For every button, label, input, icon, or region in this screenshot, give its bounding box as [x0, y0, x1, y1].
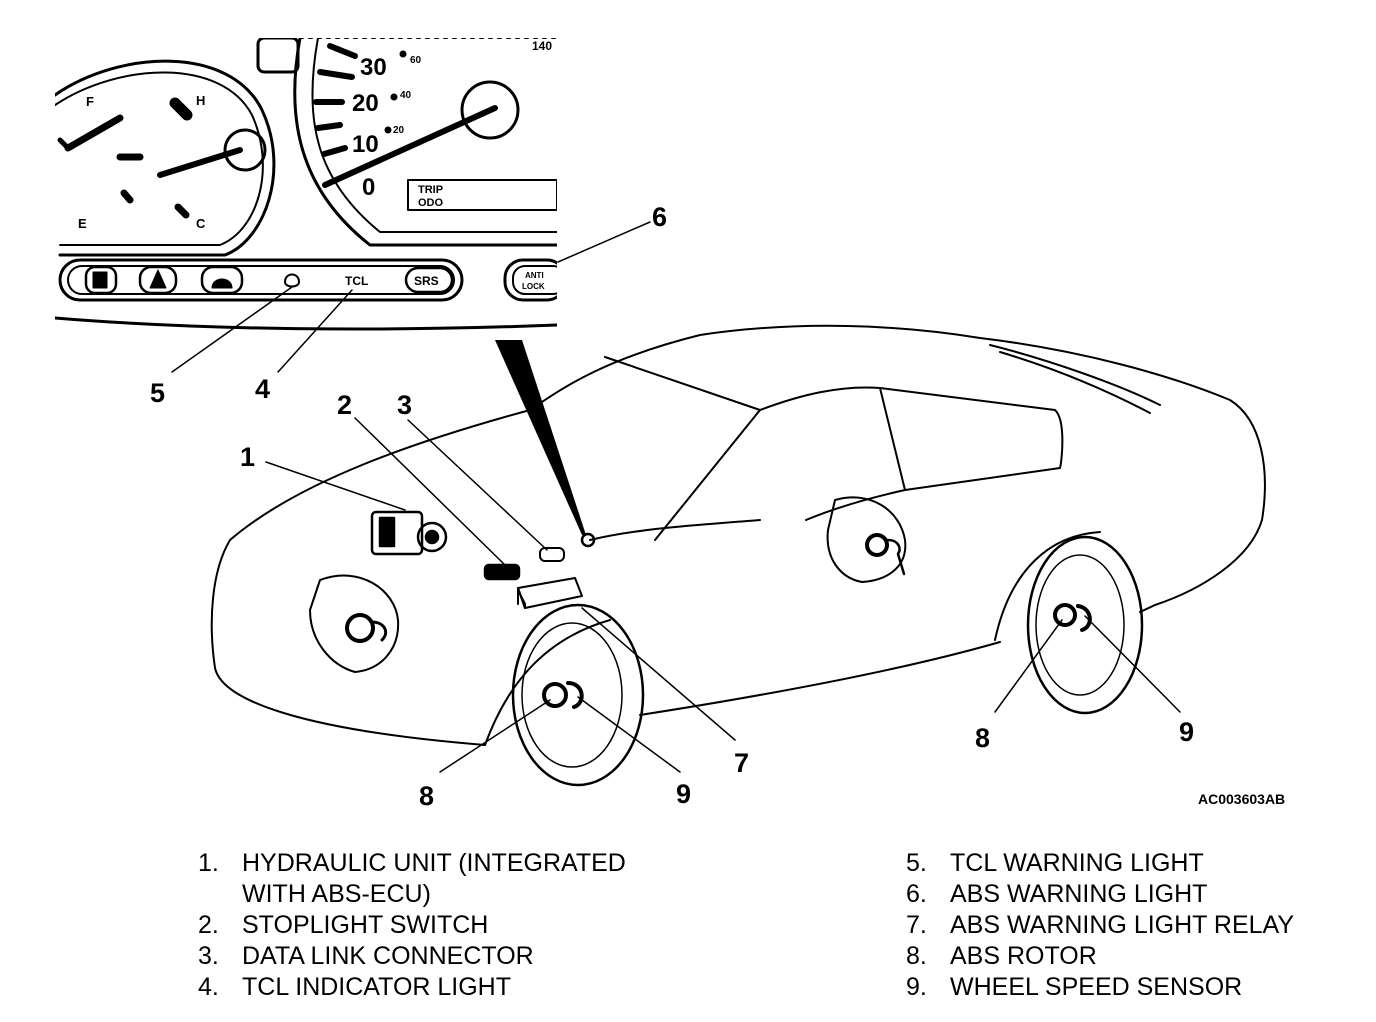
callout-1: 1 — [240, 442, 255, 472]
legend-item: 4. TCL INDICATOR LIGHT — [198, 972, 662, 1003]
legend-left-column: 1. HYDRAULIC UNIT (INTEGRATED WITH ABS-EC… — [198, 848, 662, 1003]
abs-warning-light-relay-illustration — [517, 577, 583, 609]
instrument-cluster-inset: F E H C 30 20 10 0 60 40 20 140 TRIP ODO… — [55, 38, 557, 331]
fuel-full-label: F — [86, 94, 94, 109]
figure-id: AC003603AB — [1198, 791, 1285, 807]
callout-6: 6 — [652, 202, 667, 232]
legend-number: 9. — [906, 973, 927, 1001]
speed-20-label: 20 — [352, 90, 379, 117]
callout-numbers: 6 5 4 2 3 1 7 8 9 8 9 AC003603AB — [150, 202, 1285, 811]
legend-text: HYDRAULIC UNIT (INTEGRATED WITH ABS-ECU) — [242, 849, 626, 908]
legend-text: ABS WARNING LIGHT — [950, 880, 1208, 908]
data-link-connector-illustration — [539, 547, 565, 562]
speed-10-label: 10 — [352, 131, 379, 158]
legend-number: 7. — [906, 911, 927, 939]
legend-item: 2. STOPLIGHT SWITCH — [198, 910, 662, 941]
tcl-indicator-text: TCL — [345, 274, 368, 288]
abs-tcl-component-diagram: F E H C 30 20 10 0 60 40 20 140 TRIP ODO… — [55, 38, 1285, 811]
speed-140-label: 140 — [532, 39, 552, 53]
legend-text: TCL WARNING LIGHT — [950, 849, 1204, 877]
callout-4: 4 — [255, 374, 270, 404]
callout-9-rear: 9 — [1179, 717, 1194, 747]
callout-2: 2 — [337, 390, 352, 420]
legend-item: 3. DATA LINK CONNECTOR — [198, 941, 662, 972]
mph-20-label: 20 — [393, 125, 405, 136]
callout-7: 7 — [734, 748, 749, 778]
odo-label: ODO — [418, 197, 444, 209]
legend-item: 1. HYDRAULIC UNIT (INTEGRATED WITH ABS-EC… — [198, 848, 662, 910]
temp-hot-label: H — [196, 93, 205, 108]
temp-cold-label: C — [196, 216, 206, 231]
legend-item: 6. ABS WARNING LIGHT — [906, 879, 1294, 910]
legend-number: 4. — [198, 973, 219, 1001]
callout-8-rear: 8 — [975, 723, 990, 753]
legend-item: 5. TCL WARNING LIGHT — [906, 848, 1294, 879]
mph-60-label: 60 — [410, 55, 422, 66]
fuel-empty-label: E — [78, 216, 87, 231]
leader-lines — [171, 221, 1181, 773]
legend-item: 7. ABS WARNING LIGHT RELAY — [906, 910, 1294, 941]
legend-text: TCL INDICATOR LIGHT — [242, 973, 512, 1001]
legend-text: ABS WARNING LIGHT RELAY — [950, 911, 1295, 939]
left-rear-brake-assembly — [826, 496, 907, 583]
rear-right-sensor-rotor — [1053, 603, 1092, 632]
speed-0-label: 0 — [362, 174, 375, 201]
legend-number: 3. — [198, 942, 219, 970]
callout-5: 5 — [150, 378, 165, 408]
legend-right-column: 5. TCL WARNING LIGHT 6. ABS WARNING LIGHT … — [906, 848, 1294, 1003]
legend-text: ABS ROTOR — [950, 942, 1097, 970]
callout-8-front: 8 — [419, 781, 434, 811]
legend-text: STOPLIGHT SWITCH — [242, 911, 489, 939]
legend-number: 6. — [906, 880, 927, 908]
legend-number: 1. — [198, 849, 219, 877]
mph-40-label: 40 — [400, 90, 412, 101]
legend-item: 9. WHEEL SPEED SENSOR — [906, 972, 1294, 1003]
inset-pointer-wedge — [495, 340, 586, 535]
callout-3: 3 — [397, 390, 412, 420]
front-right-sensor-rotor — [542, 681, 584, 709]
lock-text: LOCK — [522, 282, 545, 291]
srs-indicator-text: SRS — [414, 274, 439, 288]
anti-text: ANTI — [525, 271, 544, 280]
hydraulic-unit-illustration — [370, 510, 448, 556]
trip-label: TRIP — [418, 184, 443, 196]
legend-text: WHEEL SPEED SENSOR — [950, 973, 1243, 1001]
left-front-brake-assembly — [309, 574, 400, 673]
legend-number: 2. — [198, 911, 219, 939]
legend-number: 5. — [906, 849, 927, 877]
callout-9-front: 9 — [676, 779, 691, 809]
legend-text: DATA LINK CONNECTOR — [242, 942, 534, 970]
stoplight-switch-illustration — [483, 563, 521, 581]
legend-item: 8. ABS ROTOR — [906, 941, 1294, 972]
speed-30-label: 30 — [360, 54, 387, 81]
car-outline — [210, 324, 1266, 787]
legend-number: 8. — [906, 942, 927, 970]
